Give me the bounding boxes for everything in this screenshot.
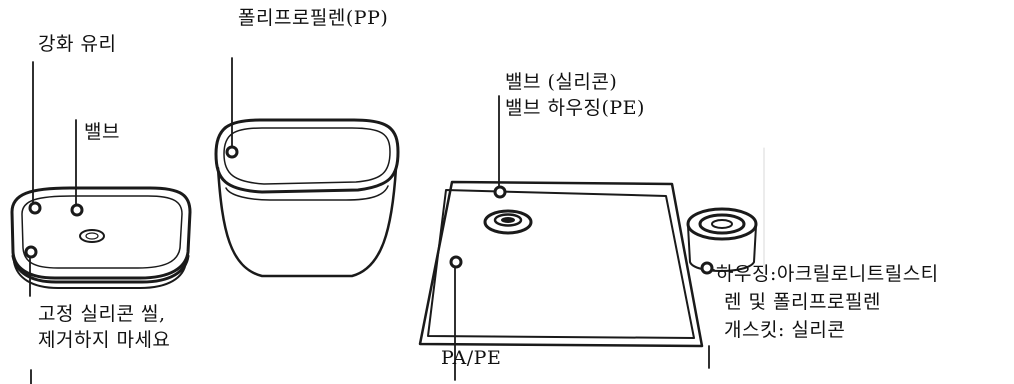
label-fixed-seal-line1: 고정 실리콘 씰,	[38, 303, 166, 325]
frame-valve-housing	[483, 209, 533, 235]
dot-pp	[225, 145, 239, 159]
label-pa-pe: PA/PE	[441, 347, 502, 369]
label-valve: 밸브	[84, 121, 120, 143]
dot-seal	[24, 245, 38, 259]
gasket-housing	[686, 147, 765, 272]
pa-pe-frame	[418, 180, 704, 348]
label-housing-line2: 렌 및 폴리프로필렌	[724, 291, 881, 313]
label-fixed-seal-line2: 제거하지 마세요	[38, 329, 171, 351]
dot-pa-pe	[449, 255, 463, 269]
label-polypropylene: 폴리프로필렌(PP)	[238, 7, 389, 29]
label-housing-line3: 개스킷: 실리콘	[724, 319, 846, 341]
glass-lid	[10, 186, 192, 289]
label-valve-silicone: 밸브 (실리콘)	[505, 71, 618, 93]
label-housing-line1: 하우징:아크릴로니트릴스티	[716, 263, 939, 285]
dot-valve	[70, 203, 84, 217]
pp-container	[214, 118, 400, 278]
dot-glass	[28, 201, 42, 215]
dot-valve-housing	[493, 185, 507, 199]
label-tempered-glass: 강화 유리	[38, 33, 117, 55]
label-valve-housing: 밸브 하우징(PE)	[505, 97, 645, 119]
valve-center	[79, 229, 105, 243]
dot-gasket	[700, 261, 714, 275]
